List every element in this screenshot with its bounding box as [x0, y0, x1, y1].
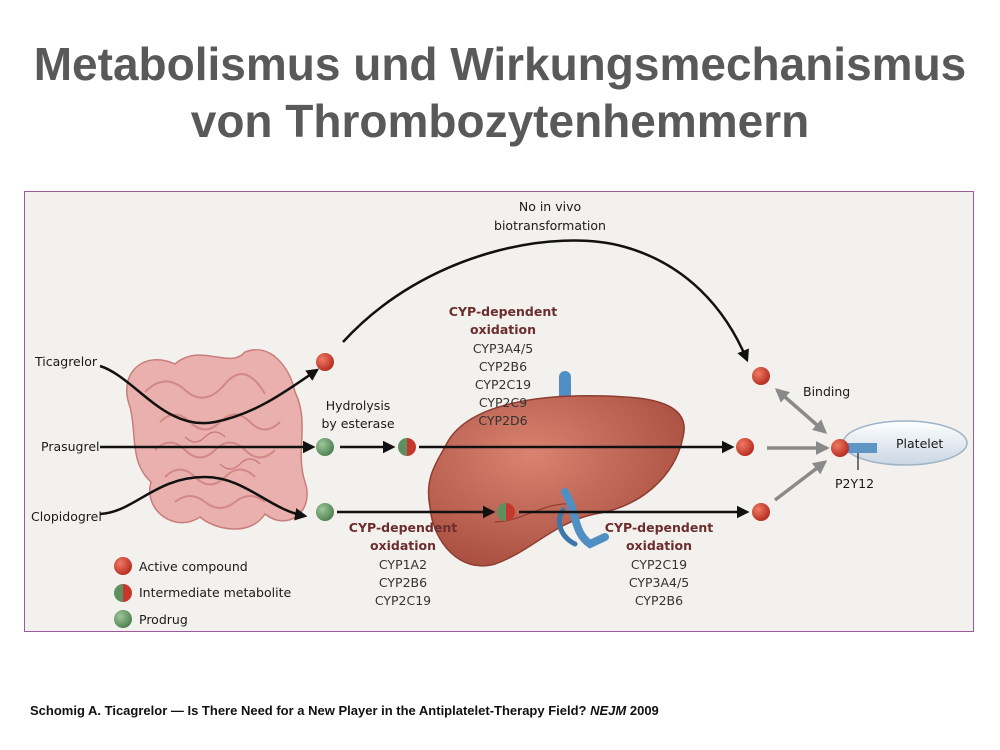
no-transformation-label-line-1: No in vivo: [519, 199, 581, 214]
cyp-bottom-right-enzyme: CYP3A4/5: [629, 575, 689, 590]
legend-active-label: Active compound: [139, 559, 248, 574]
cyp-bottom-left-heading-line-2: oxidation: [370, 538, 436, 553]
ticagrelor-binding-arrow: [774, 388, 828, 434]
ticagrelor-active-circle: [316, 353, 334, 371]
legend-intermediate-label: Intermediate metabolite: [139, 585, 291, 600]
clopidogrel-intermediate-circle: [497, 503, 515, 521]
prasugrel-prodrug-circle: [316, 438, 334, 456]
legend-prodrug-label: Prodrug: [139, 612, 188, 627]
drug-label-clopidogrel: Clopidogrel: [31, 509, 102, 524]
citation-journal: NEJM: [590, 703, 627, 718]
cyp-top-enzyme: CYP2C9: [479, 395, 527, 410]
clopidogrel-binding-arrow: [773, 460, 828, 502]
binding-label: Binding: [803, 384, 850, 399]
citation: Schomig A. Ticagrelor — Is There Need fo…: [30, 703, 659, 718]
bound-active-circle: [831, 439, 849, 457]
receptor-label: P2Y12: [835, 476, 874, 491]
hydrolysis-label-line-2: by esterase: [321, 416, 394, 431]
cyp-bottom-left-group: CYP-dependent oxidation CYP1A2 CYP2B6 CY…: [349, 520, 457, 608]
cyp-bottom-left-enzyme: CYP1A2: [379, 557, 427, 572]
legend-intermediate-swatch: [114, 584, 132, 602]
ticagrelor-free-active-circle: [752, 367, 770, 385]
ticagrelor-arrow: [99, 364, 320, 425]
cyp-top-heading-line-1: CYP-dependent: [449, 304, 557, 319]
cyp-bottom-right-group: CYP-dependent oxidation CYP2C19 CYP3A4/5…: [605, 520, 713, 608]
prasugrel-intermediate-circle: [398, 438, 416, 456]
no-transformation-arrow: [342, 239, 749, 363]
hydrolysis-label-line-1: Hydrolysis: [326, 398, 391, 413]
slide-title-line-1: Metabolismus und Wirkungsmechanismus: [33, 38, 967, 90]
platelet-label: Platelet: [896, 436, 943, 451]
cyp-bottom-right-enzyme: CYP2B6: [635, 593, 683, 608]
p2y12-receptor: [847, 443, 877, 453]
citation-year: 2009: [629, 703, 659, 718]
cyp-bottom-left-enzyme: CYP2B6: [379, 575, 427, 590]
citation-text: Schomig A. Ticagrelor — Is There Need fo…: [30, 703, 587, 718]
no-transformation-label-line-2: biotransformation: [494, 218, 606, 233]
cyp-bottom-right-enzyme: CYP2C19: [631, 557, 687, 572]
cyp-top-group: CYP-dependent oxidation CYP3A4/5 CYP2B6 …: [449, 304, 557, 428]
slide-title: Metabolismus und Wirkungsmechanismus von…: [0, 36, 1000, 150]
legend-prodrug-swatch: [114, 610, 132, 628]
cyp-top-enzyme: CYP3A4/5: [473, 341, 533, 356]
cyp-bottom-right-heading-line-1: CYP-dependent: [605, 520, 713, 535]
clopidogrel-active-circle: [752, 503, 770, 521]
legend-active-swatch: [114, 557, 132, 575]
metabolism-diagram: Ticagrelor Prasugrel Clopidogrel No in v…: [24, 191, 974, 632]
slide-title-line-2: von Thrombozytenhemmern: [190, 95, 810, 147]
intestine-illustration: [125, 349, 308, 530]
cyp-top-enzyme: CYP2C19: [475, 377, 531, 392]
legend: Active compound Intermediate metabolite …: [114, 557, 291, 628]
cyp-top-enzyme: CYP2D6: [478, 413, 527, 428]
drug-label-ticagrelor: Ticagrelor: [34, 354, 98, 369]
clopidogrel-arrow: [99, 475, 308, 521]
drug-label-prasugrel: Prasugrel: [41, 439, 100, 454]
diagram-canvas: Ticagrelor Prasugrel Clopidogrel No in v…: [31, 199, 968, 628]
cyp-bottom-left-enzyme: CYP2C19: [375, 593, 431, 608]
prasugrel-active-circle: [736, 438, 754, 456]
cyp-bottom-right-heading-line-2: oxidation: [626, 538, 692, 553]
cyp-top-heading-line-2: oxidation: [470, 322, 536, 337]
cyp-bottom-left-heading-line-1: CYP-dependent: [349, 520, 457, 535]
cyp-top-enzyme: CYP2B6: [479, 359, 527, 374]
clopidogrel-prodrug-circle: [316, 503, 334, 521]
